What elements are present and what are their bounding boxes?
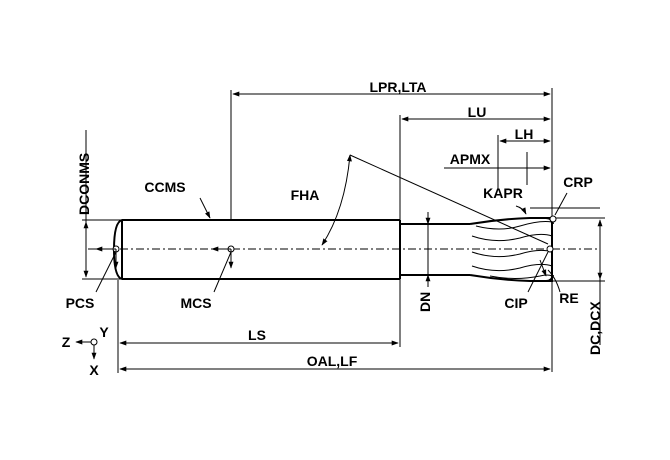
label-dc-dcx: DC,DCX xyxy=(587,301,603,355)
crp-point-icon xyxy=(549,215,557,223)
label-kapr: KAPR xyxy=(483,185,523,201)
leader-mcs xyxy=(213,251,232,293)
extension-lines xyxy=(82,88,605,373)
axis-origin-icon xyxy=(90,338,98,346)
fha-angle-arc xyxy=(321,154,352,246)
label-lh: LH xyxy=(515,126,534,142)
label-axis-z: Z xyxy=(62,334,71,350)
label-dn: DN xyxy=(417,292,433,312)
leader-kapr xyxy=(515,205,527,215)
flute-helix-3 xyxy=(471,249,553,258)
leader-cip xyxy=(527,251,549,293)
label-ccms: CCMS xyxy=(144,179,185,195)
flute-helix-1 xyxy=(475,221,553,230)
label-axis-x: X xyxy=(89,362,99,378)
label-fha: FHA xyxy=(291,187,320,203)
leader-ccms xyxy=(199,197,211,219)
flute-helix-5 xyxy=(489,274,553,279)
label-oal-lf: OAL,LF xyxy=(307,353,358,369)
label-re: RE xyxy=(559,290,578,306)
axis-triad: Z Y X xyxy=(62,324,110,378)
cip-point-icon xyxy=(546,245,554,253)
flute-helix-2 xyxy=(471,233,553,242)
label-lpr-lta: LPR,LTA xyxy=(369,79,426,95)
leader-re xyxy=(547,269,561,293)
flute-helix-4 xyxy=(471,263,553,272)
label-crp: CRP xyxy=(563,174,593,190)
label-cip: CIP xyxy=(504,295,527,311)
label-axis-y: Y xyxy=(99,324,109,340)
label-dconms: DCONMS xyxy=(76,153,92,215)
label-lu: LU xyxy=(468,104,487,120)
fha-helix-line xyxy=(349,154,549,245)
label-ls: LS xyxy=(248,327,266,343)
label-mcs: MCS xyxy=(180,295,211,311)
label-apmx: APMX xyxy=(450,151,491,167)
label-pcs: PCS xyxy=(66,295,95,311)
re-arrow xyxy=(539,259,547,277)
leader-pcs xyxy=(95,251,117,293)
leader-crp xyxy=(554,192,568,216)
